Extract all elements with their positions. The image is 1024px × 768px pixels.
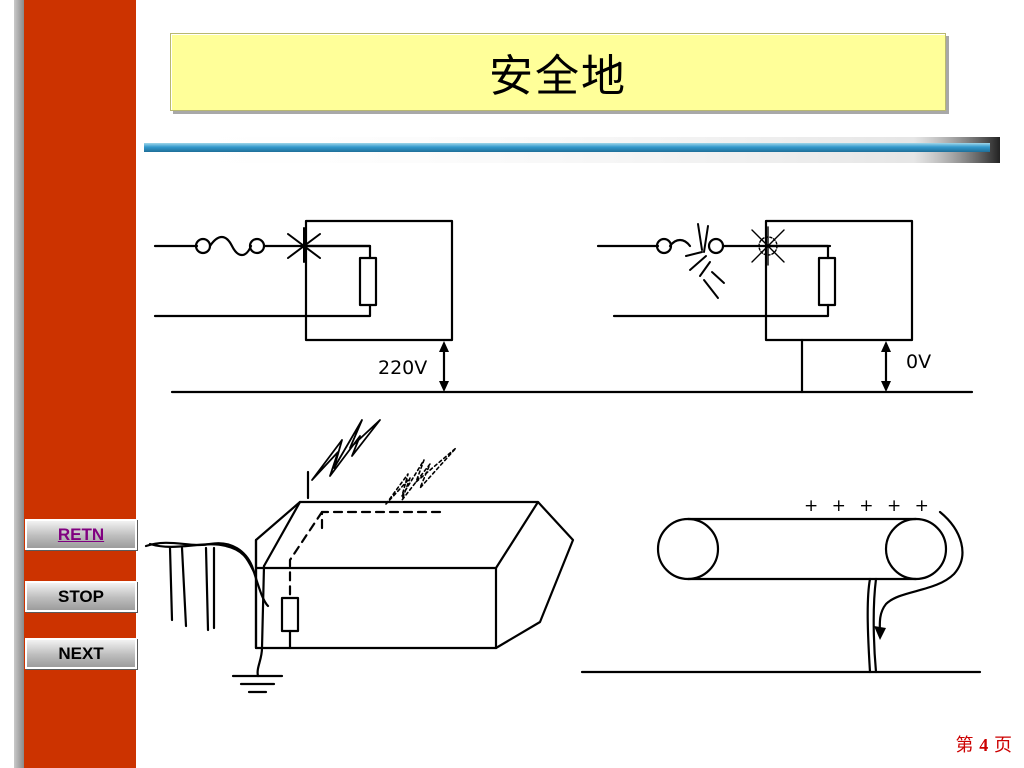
static-charge-label: + + + + + — [804, 496, 933, 516]
fuse-left-terminal — [194, 237, 212, 255]
fuse-wire — [208, 235, 253, 257]
title-box: 安全地 — [170, 33, 946, 111]
blown-fuse-spark-icon — [685, 223, 725, 299]
appliance-case-left — [304, 219, 454, 342]
page-number-value: 4 — [979, 735, 989, 755]
grounded-appliance-circuit — [596, 219, 914, 394]
title-rule — [140, 137, 1000, 163]
support-post-left — [168, 546, 174, 622]
belt-pulley-left — [656, 517, 720, 581]
voltage-arrow-left — [439, 341, 449, 392]
support-post-right — [204, 546, 210, 632]
supply-cable — [144, 541, 270, 608]
voltage-label-220v: 220V — [378, 357, 427, 379]
belt-ground-conductor — [866, 577, 872, 674]
load-resistor-right — [817, 256, 837, 307]
sidebar-shadow — [14, 0, 24, 768]
page-number: 第 4 页 — [956, 731, 1012, 757]
stop-button[interactable]: STOP — [25, 581, 137, 612]
appliance-case-right — [764, 219, 914, 342]
earth-ground-icon — [231, 674, 284, 694]
ungrounded-appliance-circuit — [153, 219, 454, 392]
page-number-suffix: 页 — [994, 735, 1012, 756]
load-resistor-left — [358, 256, 378, 307]
induced-discharge-icon — [385, 447, 457, 505]
discharge-path-arrow — [878, 510, 964, 638]
page-title: 安全地 — [489, 51, 627, 102]
retn-button[interactable]: RETN — [25, 519, 137, 550]
lightning-bolt-icon — [311, 419, 381, 481]
page-number-prefix: 第 — [955, 735, 974, 756]
conveyor-belt — [656, 510, 964, 674]
internal-resistor — [280, 596, 300, 633]
machine-body — [254, 500, 575, 650]
earth-lead — [256, 564, 266, 678]
voltage-arrow-right — [881, 341, 891, 392]
grounded-machine — [144, 419, 575, 694]
voltage-label-0v: 0V — [906, 351, 931, 373]
next-button[interactable]: NEXT — [25, 638, 137, 669]
belt-pulley-right — [884, 517, 948, 581]
fuse-right-terminal — [248, 237, 266, 255]
